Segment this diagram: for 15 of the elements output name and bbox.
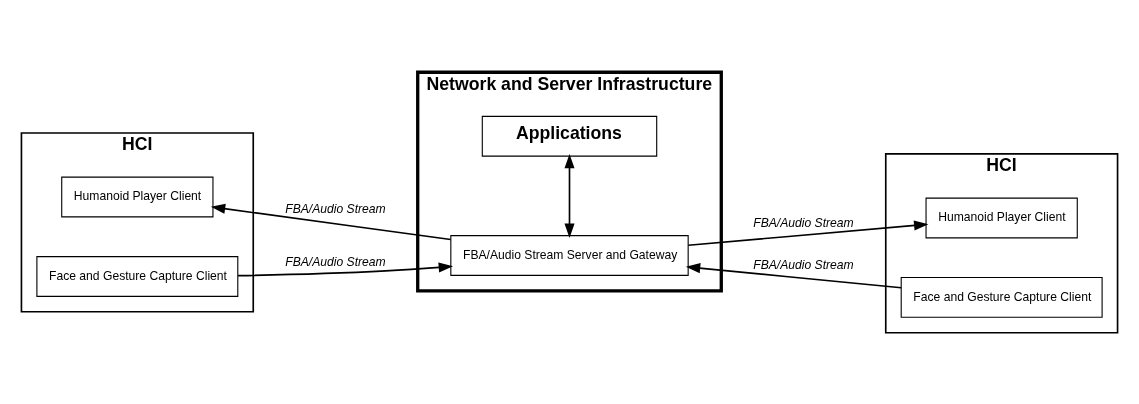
arrow (210, 203, 452, 240)
arrow (685, 262, 902, 289)
arrow (237, 261, 454, 276)
node-box: Humanoid Player Client (925, 197, 1078, 238)
node-box: Face and Gesture Capture Client (900, 276, 1103, 318)
node-box: Applications (481, 115, 658, 157)
edge-label: FBA/Audio Stream (285, 201, 386, 216)
arrow (687, 220, 929, 246)
node-box: Humanoid Player Client (61, 176, 214, 217)
edge-label: FBA/Audio Stream (753, 257, 854, 272)
arrow (564, 153, 575, 238)
node-box: Face and Gesture Capture Client (36, 255, 239, 297)
edge-label: FBA/Audio Stream (753, 215, 854, 230)
edge-label: FBA/Audio Stream (285, 254, 386, 269)
node-box: FBA/Audio Stream Server and Gateway (450, 234, 689, 276)
